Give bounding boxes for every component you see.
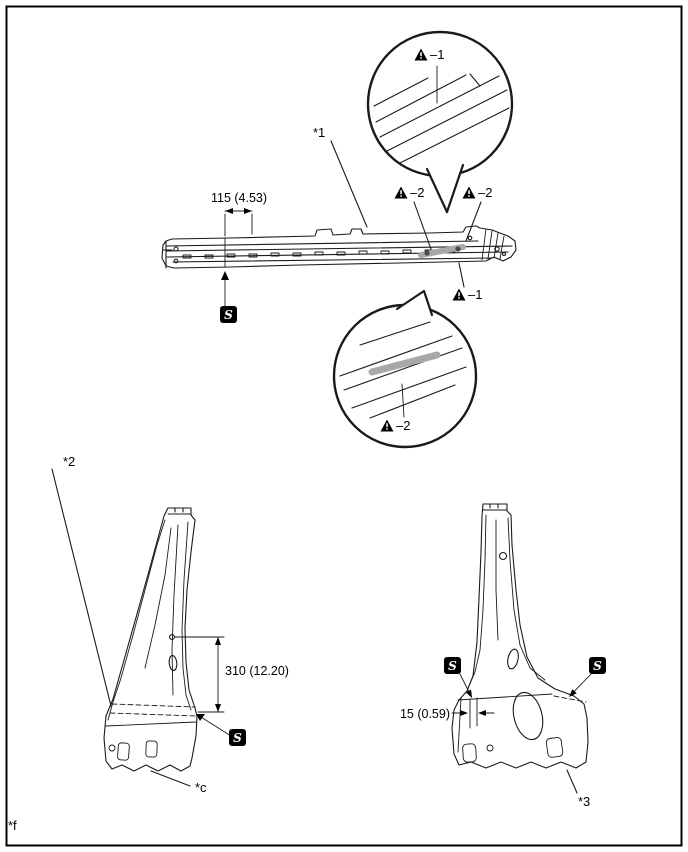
- dimension-pillar-right: [451, 673, 592, 729]
- sealer-glyph: S: [224, 307, 233, 322]
- right-pillar-drawing: [451, 503, 589, 769]
- rocker-dimension-label: 115 (4.53): [210, 191, 268, 205]
- callout-a2-bottom-circle: –2: [380, 419, 410, 432]
- ref-label-3: *3: [578, 794, 591, 809]
- triangle-marker-icon: [380, 419, 394, 432]
- leader-lines: [51, 140, 578, 794]
- sealer-bead-rocker: [418, 244, 466, 258]
- sealer-glyph: S: [233, 730, 242, 745]
- ref-label-f: *f: [8, 818, 17, 833]
- sealer-symbol-pillar-right-right: S: [589, 657, 606, 674]
- dimension-pillar-left: [174, 636, 232, 737]
- page-border: [5, 5, 683, 847]
- rocker-panel-drawing: [161, 225, 517, 269]
- triangle-marker-icon: [452, 288, 466, 301]
- sealer-glyph: S: [448, 658, 457, 673]
- pillar-right-dimension-label: 15 (0.59): [399, 707, 450, 721]
- triangle-marker-icon: [394, 186, 408, 199]
- left-pillar-drawing: [103, 507, 198, 772]
- sealer-symbol-pillar-left: S: [229, 729, 246, 746]
- callout-a2-panel-left: –2: [394, 186, 424, 199]
- dimension-rocker: [221, 208, 253, 307]
- triangle-marker-icon: [462, 186, 476, 199]
- detail-circle-top: [366, 30, 514, 214]
- callout-text: –2: [396, 418, 411, 433]
- callout-a1-top-circle: –1: [414, 48, 444, 61]
- callout-text: –2: [410, 185, 425, 200]
- callout-text: –2: [478, 185, 493, 200]
- sealer-glyph: S: [593, 658, 602, 673]
- pillar-left-dimension-label: 310 (12.20): [225, 664, 289, 678]
- sealer-symbol-rocker: S: [220, 306, 237, 323]
- detail-circle-bottom: [332, 289, 478, 449]
- ref-label-c: *c: [195, 780, 207, 795]
- ref-label-1: *1: [313, 125, 326, 140]
- triangle-marker-icon: [414, 48, 428, 61]
- callout-text: –1: [430, 47, 445, 62]
- callout-text: –1: [468, 287, 483, 302]
- callout-a1-panel-below: –1: [452, 288, 482, 301]
- callout-a2-panel-right: –2: [462, 186, 492, 199]
- ref-label-2: *2: [63, 454, 76, 469]
- sealer-symbol-pillar-right-left: S: [444, 657, 461, 674]
